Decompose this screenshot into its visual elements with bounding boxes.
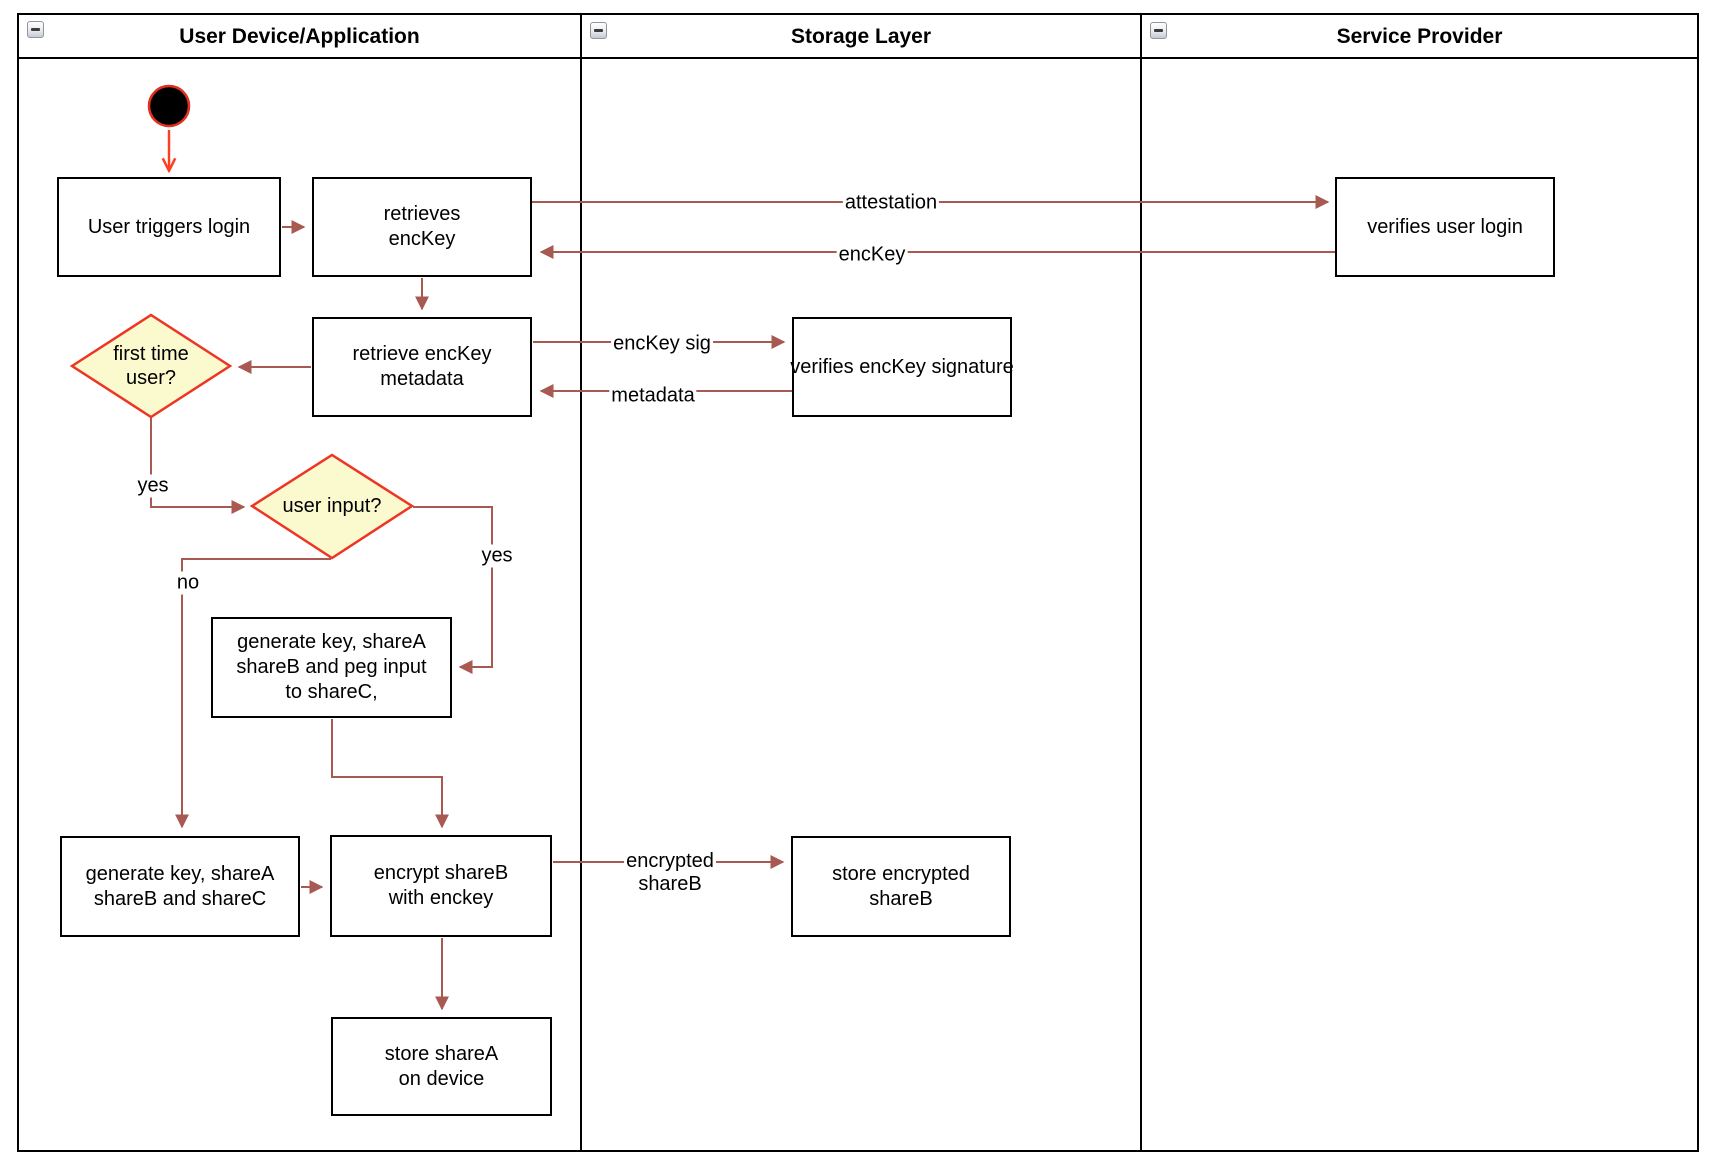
node-verifies-user-login[interactable]: verifies user login bbox=[1335, 177, 1555, 277]
node-label: store shareA on device bbox=[384, 1042, 499, 1090]
edge-label-metadata: metadata bbox=[609, 384, 697, 408]
edge-label-enckey: encKey bbox=[836, 243, 908, 267]
lane-header-user-device[interactable]: User Device/Application bbox=[20, 16, 579, 58]
node-retrieve-enckey-metadata[interactable]: retrieve encKey metadata bbox=[312, 317, 532, 417]
lane-title: Service Provider bbox=[1336, 25, 1503, 48]
node-label: generate key, shareA shareB and shareC bbox=[85, 862, 275, 910]
node-label: User triggers login bbox=[87, 215, 251, 238]
edge-label-yes-input: yes bbox=[479, 544, 515, 568]
start-node[interactable] bbox=[147, 84, 191, 128]
node-first-time-user[interactable] bbox=[69, 313, 233, 419]
collapse-minus-icon[interactable] bbox=[27, 21, 44, 38]
edge-label-yes-first: yes bbox=[135, 474, 171, 498]
node-label: verifies encKey signature bbox=[790, 355, 1014, 378]
edge-firsttime-yes bbox=[150, 418, 246, 514]
node-retrieves-enckey[interactable]: retrieves encKey bbox=[312, 177, 532, 277]
node-encrypt-shareb[interactable]: encrypt shareB with enckey bbox=[330, 835, 552, 937]
pool-frame bbox=[17, 13, 1699, 1152]
node-store-sharea[interactable]: store shareA on device bbox=[331, 1017, 552, 1116]
node-label: generate key, shareA shareB and peg inpu… bbox=[236, 631, 427, 703]
minus-glyph bbox=[31, 28, 40, 31]
collapse-minus-icon[interactable] bbox=[1150, 22, 1167, 39]
minus-glyph bbox=[594, 29, 603, 32]
minus-glyph bbox=[1154, 29, 1163, 32]
node-label: user input? bbox=[282, 495, 382, 517]
node-label: retrieves encKey bbox=[383, 203, 461, 250]
edge-label-encrypted-shareb: encrypted shareB bbox=[624, 850, 716, 896]
node-label: retrieve encKey metadata bbox=[352, 343, 492, 390]
node-user-input[interactable] bbox=[249, 453, 415, 560]
edge-userinput-no bbox=[175, 558, 331, 829]
node-generate-key-sharec[interactable]: generate key, shareA shareB and shareC bbox=[60, 836, 300, 937]
edge-peg-to-encrypt bbox=[331, 719, 449, 829]
edge-label-attestation: attestation bbox=[842, 191, 940, 215]
lane-header-service-provider[interactable]: Service Provider bbox=[1143, 16, 1696, 58]
node-store-encrypted-shareb[interactable]: store encrypted shareB bbox=[791, 836, 1011, 937]
node-verifies-enckey-signature[interactable]: verifies encKey signature bbox=[790, 317, 1014, 417]
edge-userinput-yes bbox=[413, 506, 493, 674]
lane-header-storage-layer[interactable]: Storage Layer bbox=[583, 16, 1139, 58]
edge-label-no-input: no bbox=[174, 571, 202, 595]
node-label: verifies user login bbox=[1367, 215, 1523, 238]
edge-label-enckey-sig: encKey sig bbox=[611, 332, 713, 356]
node-label: store encrypted shareB bbox=[832, 862, 970, 910]
node-label: first time user? bbox=[113, 343, 189, 389]
node-user-triggers-login[interactable]: User triggers login bbox=[57, 177, 281, 277]
node-generate-key-peg-input[interactable]: generate key, shareA shareB and peg inpu… bbox=[211, 617, 452, 718]
lane-title: User Device/Application bbox=[179, 25, 420, 48]
lane-title: Storage Layer bbox=[790, 25, 932, 48]
collapse-minus-icon[interactable] bbox=[590, 22, 607, 39]
node-label: encrypt shareB with enckey bbox=[373, 862, 509, 909]
